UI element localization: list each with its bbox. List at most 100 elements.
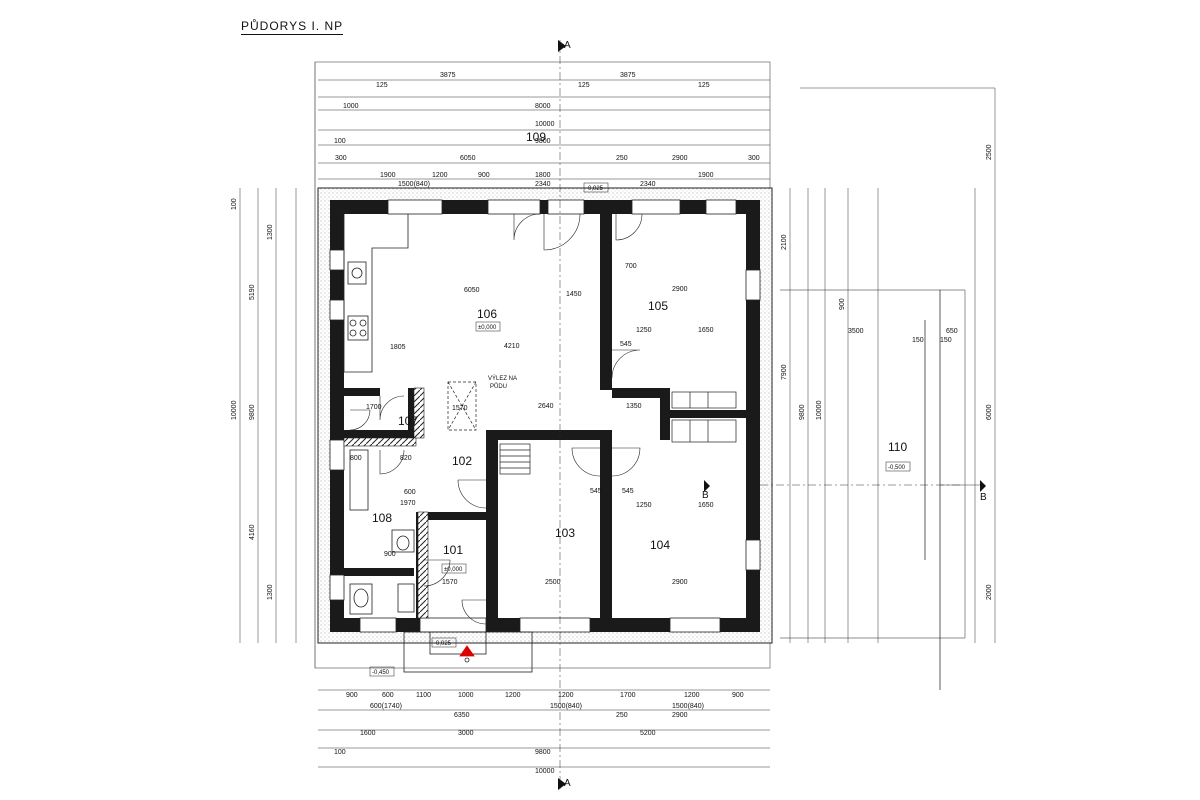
dim-text: 250 (616, 712, 628, 719)
dim-text: 2500 (545, 579, 561, 586)
dim-text: 1250 (636, 327, 652, 334)
room-105: 105 (648, 299, 668, 313)
room-102: 102 (452, 454, 472, 468)
dim-text: 700 (625, 263, 637, 270)
level-top: -0,025 (586, 186, 604, 192)
dim-text: 6000 (986, 404, 993, 420)
room-107: 107 (398, 414, 418, 428)
kitchen-counter (343, 214, 409, 373)
section-a-top: A (564, 40, 571, 51)
attic-hatch (447, 381, 477, 431)
dim-text: 2100 (781, 234, 788, 250)
dimension-lines (239, 40, 996, 790)
dim-text: 1000 (343, 103, 359, 110)
section-markers: A A B B (558, 40, 987, 790)
dim-text: 1900 (380, 172, 396, 179)
dim-text: 820 (400, 455, 412, 462)
dim-text: 1200 (558, 692, 574, 699)
dim-text: 1700 (366, 404, 382, 411)
dim-text: 300 (748, 155, 760, 162)
section-b-left: B (702, 490, 709, 501)
dim-text: 1500(840) (550, 703, 582, 710)
dim-text: 2500 (986, 144, 993, 160)
dim-text: 9800 (535, 138, 551, 145)
dim-text: 1200 (505, 692, 521, 699)
dim-text: 1700 (620, 692, 636, 699)
dim-text: 10000 (816, 400, 823, 420)
dim-text: 900 (478, 172, 490, 179)
dim-text: 900 (732, 692, 744, 699)
wall-openings (329, 199, 761, 633)
dim-text: 1970 (400, 500, 416, 507)
dimension-texts: 3875 3875 125 125 125 1000 8000 10000 98… (231, 72, 993, 775)
dim-text: 1200 (684, 692, 700, 699)
dim-text: 10000 (535, 121, 555, 128)
dim-text: 1350 (626, 403, 642, 410)
dim-text: 8000 (535, 103, 551, 110)
dim-text: 100 (334, 749, 346, 756)
dim-text: 1200 (432, 172, 448, 179)
dim-text: 10000 (535, 768, 555, 775)
dim-text: 125 (578, 82, 590, 89)
level-101: ±0,000 (444, 567, 463, 573)
dim-text: 1000 (458, 692, 474, 699)
attic-label-line1: VÝLEZ NA (488, 375, 517, 382)
dim-text: 4160 (249, 524, 256, 540)
stairs (499, 391, 737, 475)
dim-text: 3875 (620, 72, 636, 79)
dim-text: 1250 (636, 502, 652, 509)
dim-text: 9800 (249, 404, 256, 420)
dim-text: 1300 (267, 224, 274, 240)
dim-text: 2000 (986, 584, 993, 600)
dim-text: 2340 (535, 181, 551, 188)
dim-text: 1500(840) (672, 703, 704, 710)
dim-text: 100 (231, 198, 238, 210)
dim-text: 545 (620, 341, 632, 348)
terrace-outline (924, 290, 941, 690)
room-106: 106 (477, 307, 497, 321)
dim-text: 900 (346, 692, 358, 699)
attic-label-line2: PŮDU (490, 383, 507, 390)
dim-text: 600 (404, 489, 416, 496)
dim-text: 1900 (698, 172, 714, 179)
dim-text: 1570 (452, 405, 468, 412)
dim-text: 1805 (390, 344, 406, 351)
dim-text: 1500(840) (398, 181, 430, 188)
drawing-title: PŮDORYS I. NP (241, 19, 344, 35)
dim-text: 125 (376, 82, 388, 89)
dim-text: 1600 (360, 730, 376, 737)
dim-text: 6350 (454, 712, 470, 719)
dim-text: 250 (616, 155, 628, 162)
level-106: ±0,000 (478, 325, 497, 331)
dim-text: 1650 (698, 327, 714, 334)
dim-text: 1100 (416, 692, 431, 699)
level-110: -0,500 (888, 465, 906, 471)
dim-text: 900 (839, 298, 846, 310)
dim-text: 4210 (504, 343, 520, 350)
dim-text: 1450 (566, 291, 582, 298)
dim-text: 2900 (672, 579, 688, 586)
dim-text: 3500 (848, 328, 864, 335)
dim-text: 5200 (640, 730, 656, 737)
dim-text: 1650 (698, 502, 714, 509)
dim-text: 5190 (249, 284, 256, 300)
sanitary-fixtures (349, 449, 415, 615)
level-markers: ±0,000 ±0,000 -0,500 -0,025 -0,025 -0,45… (369, 182, 911, 677)
door-swings (349, 213, 643, 625)
dim-text: 150 (940, 337, 952, 344)
dim-text: 600(1740) (370, 703, 402, 710)
dim-text: 545 (590, 488, 602, 495)
room-104: 104 (650, 538, 670, 552)
room-109: 109 (526, 130, 546, 144)
entry-steps (403, 631, 533, 673)
room-labels: 106 105 107 102 103 104 108 101 109 110 (372, 130, 907, 557)
dim-text: 150 (912, 337, 924, 344)
exterior-wall (317, 187, 773, 644)
dim-text: 2640 (538, 403, 554, 410)
dim-text: 3000 (458, 730, 474, 737)
dim-text: 300 (335, 155, 347, 162)
interior-walls (344, 214, 746, 620)
dim-text: 6050 (460, 155, 476, 162)
level-entry: -0,025 (434, 641, 452, 647)
